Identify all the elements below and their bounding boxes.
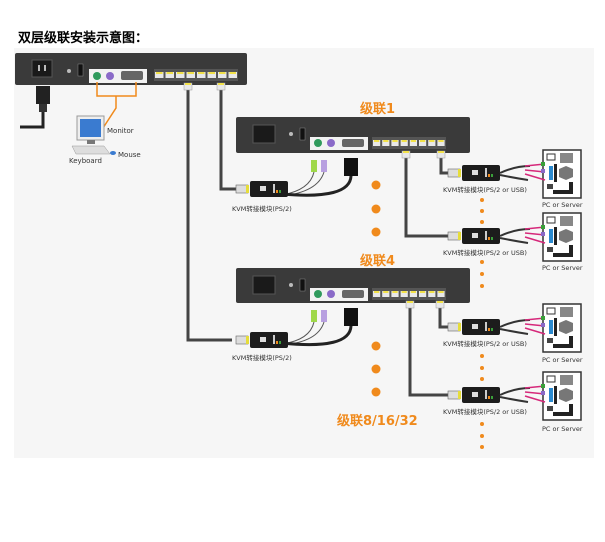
continuation-dots — [371, 180, 484, 449]
rj45-port-led — [166, 72, 173, 74]
mouse-icon — [110, 151, 116, 155]
rj45-port-led — [438, 140, 444, 142]
tier4-label: 级联4 — [360, 254, 396, 269]
rj45-port-led — [420, 291, 426, 293]
rj45-port-led — [374, 291, 380, 293]
pc-server-label: PC or Server — [542, 264, 583, 272]
rj45-port — [176, 72, 185, 78]
rj45-port-led — [383, 140, 389, 142]
keyboard-icon — [71, 145, 111, 155]
power-cable — [20, 86, 50, 129]
rj45-port — [373, 140, 381, 146]
tier4-console-cables — [281, 308, 358, 347]
monitor-icon — [76, 115, 105, 144]
rj45-port — [186, 72, 195, 78]
rj45-port — [197, 72, 206, 78]
rj45-port — [400, 291, 408, 297]
tier1-pc-cables — [499, 165, 531, 244]
rj45-port-led — [374, 140, 380, 142]
rj45-port-led — [229, 72, 236, 74]
rj45-port — [228, 72, 237, 78]
page-title: 双层级联安装示意图： — [18, 31, 149, 46]
kvm-module-label: KVM转接模块(PS/2 or USB) — [443, 408, 527, 416]
tier-last-label: 级联8/16/32 — [337, 414, 418, 429]
rj45-port — [409, 291, 417, 297]
pc-server-label: PC or Server — [542, 356, 583, 364]
keyboard-label: Keyboard — [69, 157, 102, 165]
rj45-port — [155, 72, 164, 78]
rj45-port-led — [420, 140, 426, 142]
tier1-console-cables — [281, 158, 358, 197]
rj45-port — [419, 291, 427, 297]
tier1-output-cables — [404, 157, 450, 238]
rj45-port — [409, 140, 417, 146]
rj45-port — [373, 291, 381, 297]
pc-server-icon — [524, 212, 582, 262]
tier4-pc-cables — [499, 319, 531, 403]
rj45-port — [437, 291, 445, 297]
rj45-port — [419, 140, 427, 146]
kvm-module-label: KVM转接模块(PS/2 or USB) — [443, 186, 527, 194]
rj45-port — [391, 291, 399, 297]
rj45-port-led — [198, 72, 205, 74]
rj45-port-led — [187, 72, 194, 74]
rj45-port — [218, 72, 227, 78]
rj45-port — [437, 140, 445, 146]
rj45-port-led — [392, 140, 398, 142]
mouse-label: Mouse — [118, 151, 141, 159]
rj45-port-led — [410, 140, 416, 142]
rj45-port-led — [219, 72, 226, 74]
master-kvm-switch — [15, 53, 247, 85]
tier1-kvm-switch — [236, 117, 470, 153]
kvm-module-label: KVM转接模块(PS/2) — [232, 354, 292, 362]
rj45-port — [428, 291, 436, 297]
tier4-ports — [373, 291, 445, 297]
rj45-port-led — [438, 291, 444, 293]
pc-server-label: PC or Server — [542, 201, 583, 209]
pc-server-icon — [524, 303, 582, 353]
rj45-port — [428, 140, 436, 146]
cascade-cables — [186, 90, 236, 342]
rj45-port-led — [208, 72, 215, 74]
rj45-port-led — [177, 72, 184, 74]
kvm-module-label: KVM转接模块(PS/2 or USB) — [443, 249, 527, 257]
pc-server-icon — [524, 371, 582, 421]
console-connection — [96, 82, 137, 129]
pc-server-icon — [524, 149, 582, 199]
tier4-output-cables — [408, 307, 450, 397]
rj45-port — [400, 140, 408, 146]
rj45-port — [382, 140, 390, 146]
tier4-kvm-module — [235, 331, 289, 349]
kvm-module-label: KVM转接模块(PS/2) — [232, 205, 292, 213]
rj45-port-led — [429, 291, 435, 293]
pc-server-label: PC or Server — [542, 425, 583, 433]
tier4-kvm-switch — [236, 268, 470, 303]
master-ports — [155, 72, 237, 78]
tier1-ports — [373, 140, 445, 146]
rj45-port-led — [410, 291, 416, 293]
rj45-port-led — [401, 291, 407, 293]
rj45-port — [382, 291, 390, 297]
tier1-kvm-module — [235, 180, 289, 198]
rj45-port-led — [392, 291, 398, 293]
rj45-port — [391, 140, 399, 146]
rj45-port-led — [429, 140, 435, 142]
kvm-module-label: KVM转接模块(PS/2 or USB) — [443, 340, 527, 348]
rj45-port-led — [156, 72, 163, 74]
rj45-port — [165, 72, 174, 78]
monitor-label: Monitor — [107, 127, 134, 135]
rj45-port-led — [383, 291, 389, 293]
rj45-port-led — [401, 140, 407, 142]
tier1-label: 级联1 — [360, 102, 396, 117]
rj45-port — [207, 72, 216, 78]
